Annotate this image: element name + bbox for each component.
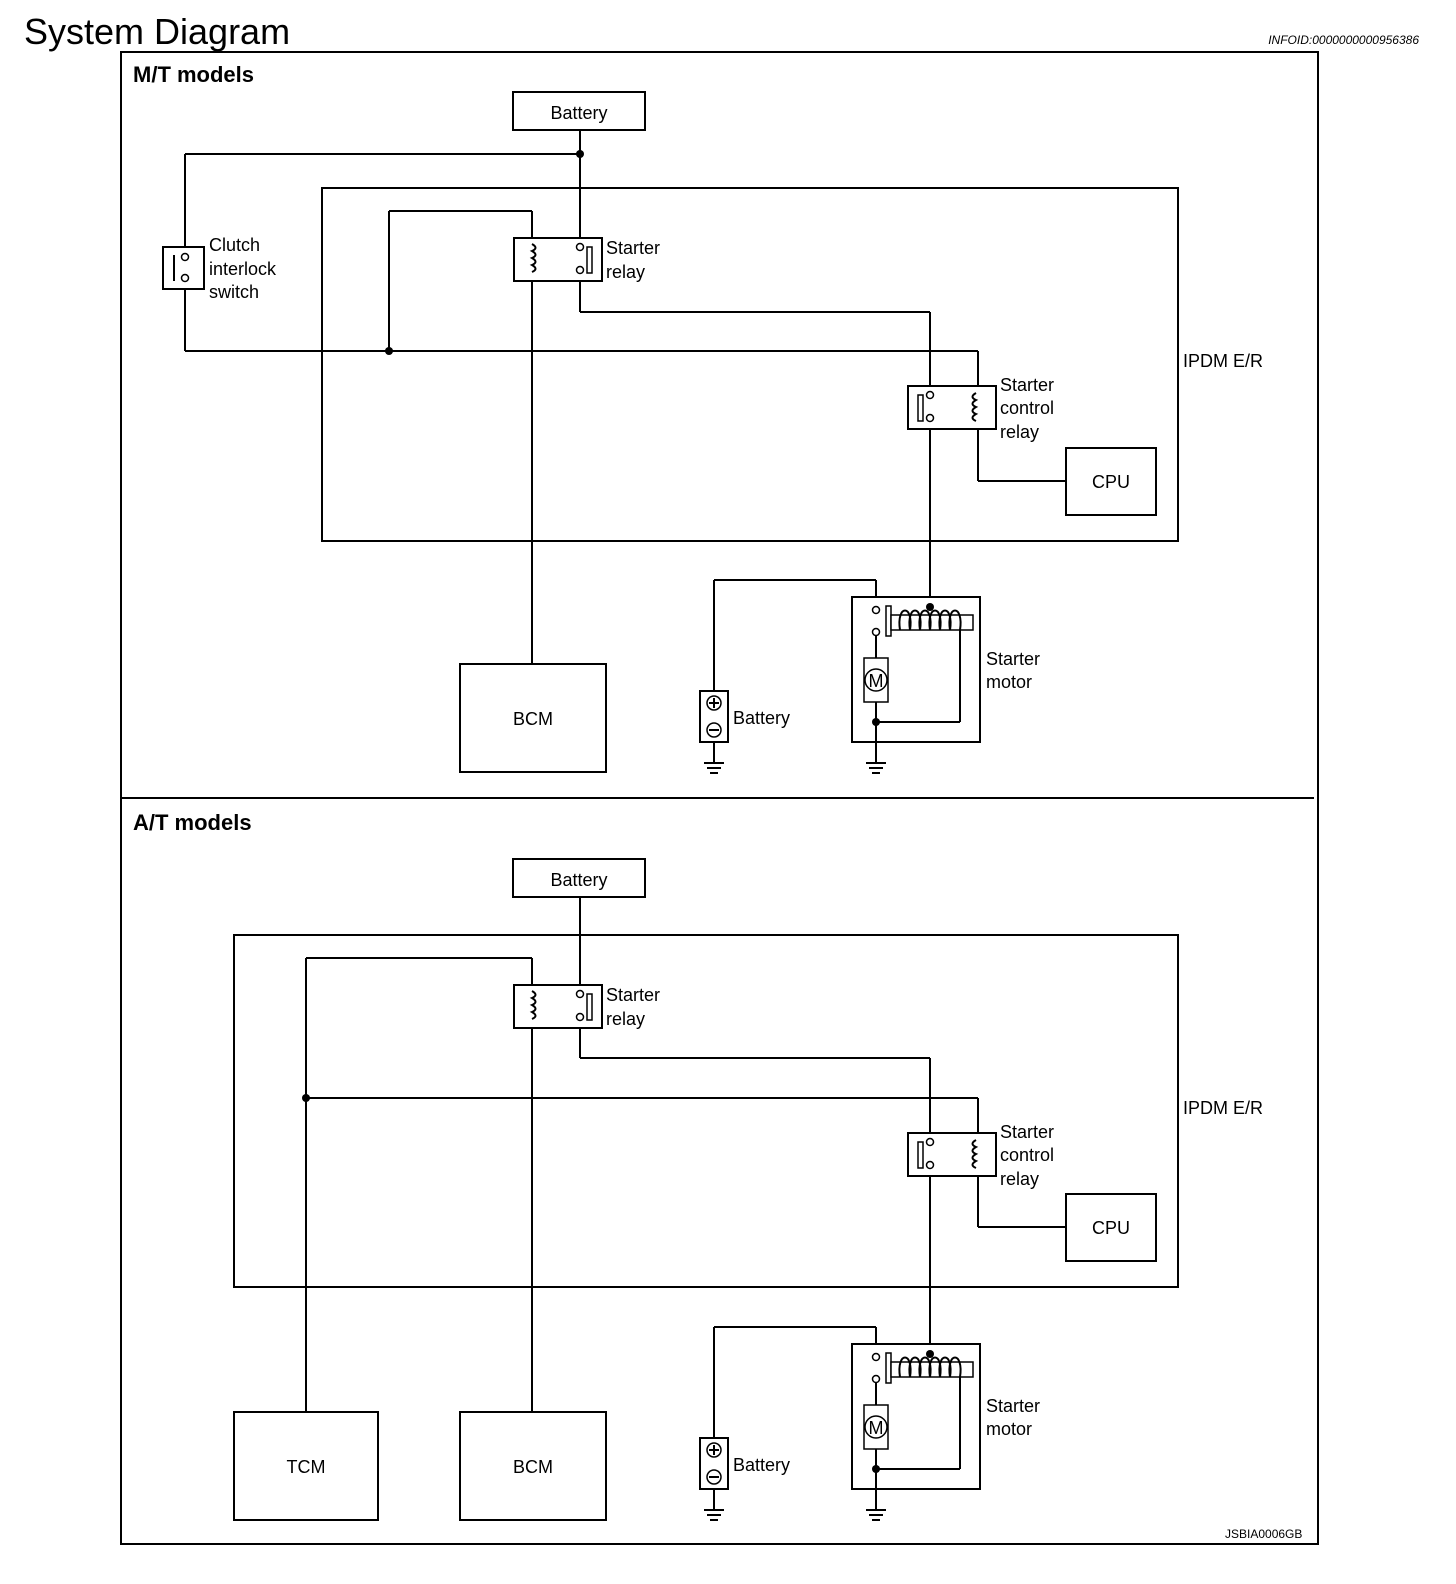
ipdm-box [233,934,1179,1288]
svg-text:BCM: BCM [513,709,553,729]
at-models-section: A/T models IPDM E/R [133,810,1263,1521]
svg-text:motor: motor [986,1419,1032,1439]
battery-box: Battery [512,858,646,898]
battery-label: Battery [550,103,607,123]
svg-text:control: control [1000,1145,1054,1165]
ipdm-label: IPDM E/R [1183,1098,1263,1118]
cpu-box: CPU [1065,447,1157,516]
ground-icon [704,762,724,774]
tcm-box: TCM [233,1411,379,1521]
relay-coil-icon [971,392,979,422]
wiring [184,130,1066,762]
motor-icon [864,1415,888,1439]
info-id: INFOID:0000000000956386 [1268,33,1419,47]
wiring [302,897,1066,1509]
svg-text:Starter: Starter [986,649,1040,669]
svg-text:Battery: Battery [733,1455,790,1475]
solenoid-coil-icon [898,1356,962,1378]
battery-symbol: Battery [699,690,790,774]
cpu-box: CPU [1065,1193,1157,1262]
ipdm-label: IPDM E/R [1183,351,1263,371]
svg-text:Clutch: Clutch [209,235,260,255]
svg-text:Starter: Starter [606,985,660,1005]
svg-text:motor: motor [986,672,1032,692]
figure-code: JSBIA0006GB [1225,1527,1302,1541]
bcm-box: BCM [459,1411,607,1521]
svg-text:relay: relay [606,1009,645,1029]
mt-models-section: M/T models IPDM E/R [133,62,1263,774]
section-heading: A/T models [133,810,252,835]
battery-box: Battery [512,91,646,131]
svg-text:switch: switch [209,282,259,302]
relay-coil-icon [971,1139,979,1169]
svg-text:Starter: Starter [986,1396,1040,1416]
ipdm-box [321,187,1179,542]
bcm-box: BCM [459,663,607,773]
svg-text:TCM: TCM [287,1457,326,1477]
svg-text:BCM: BCM [513,1457,553,1477]
svg-text:interlock: interlock [209,259,277,279]
page-title: System Diagram [24,11,291,52]
ground-icon [866,1509,886,1521]
svg-text:relay: relay [606,262,645,282]
starter-relay: Starter relay [513,984,660,1029]
svg-text:Battery: Battery [733,708,790,728]
svg-text:M: M [869,1418,884,1438]
starter-control-relay: Starter control relay [907,1122,1054,1189]
solenoid-coil-icon [898,609,962,631]
battery-symbol: Battery [699,1437,790,1521]
svg-text:control: control [1000,398,1054,418]
motor-icon [864,668,888,692]
svg-text:Starter: Starter [1000,375,1054,395]
clutch-interlock-switch: Clutch interlock switch [162,235,277,302]
svg-text:Starter: Starter [1000,1122,1054,1142]
svg-text:CPU: CPU [1092,1218,1130,1238]
relay-coil-icon [529,243,537,273]
battery-label: Battery [550,870,607,890]
starter-motor: M Starter motor [851,1343,1040,1521]
starter-motor: M Starter motor [851,596,1040,774]
svg-text:Starter: Starter [606,238,660,258]
section-heading: M/T models [133,62,254,87]
svg-text:relay: relay [1000,422,1039,442]
starter-relay: Starter relay [513,237,660,282]
svg-text:CPU: CPU [1092,472,1130,492]
relay-coil-icon [529,990,537,1020]
ground-icon [704,1509,724,1521]
starter-control-relay: Starter control relay [907,375,1054,442]
svg-text:relay: relay [1000,1169,1039,1189]
ground-icon [866,762,886,774]
svg-text:M: M [869,671,884,691]
